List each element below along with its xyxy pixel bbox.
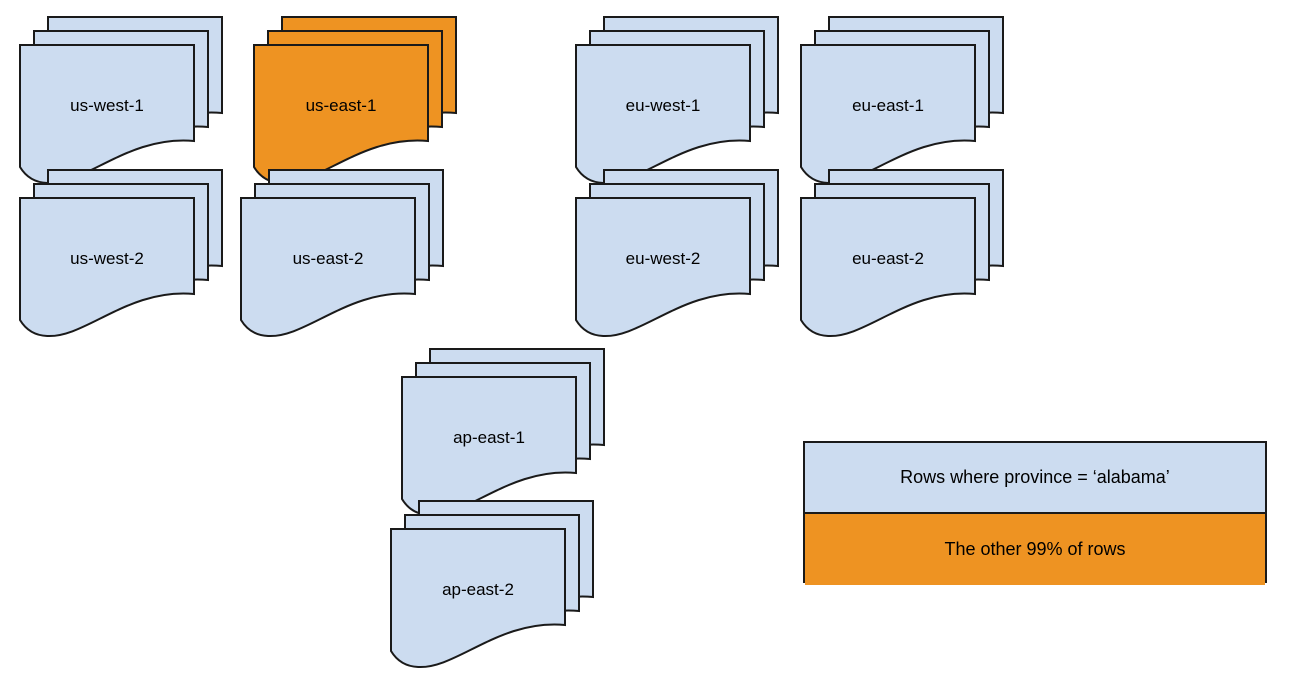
document-stack-shape: [19, 169, 223, 338]
legend-row-orange: The other 99% of rows: [805, 514, 1265, 585]
document-stack-shape: [253, 16, 457, 185]
document-stack-shape: [575, 16, 779, 185]
document-sheet-front: [800, 197, 976, 338]
document-stack-shape: [401, 348, 605, 517]
document-sheet-front: [240, 197, 416, 338]
legend-label: Rows where province = ‘alabama’: [900, 467, 1170, 487]
document-sheet-front: [575, 197, 751, 338]
document-stack-shape: [800, 16, 1004, 185]
region-stack-eu-east-2[interactable]: eu-east-2: [800, 169, 1020, 339]
document-stack-shape: [390, 500, 594, 669]
region-stack-eu-east-1[interactable]: eu-east-1: [800, 16, 1020, 186]
document-stack-shape: [240, 169, 444, 338]
region-stack-us-east-2[interactable]: us-east-2: [240, 169, 460, 339]
document-sheet-front: [401, 376, 577, 517]
region-stack-ap-east-2[interactable]: ap-east-2: [390, 500, 610, 670]
region-stack-eu-west-1[interactable]: eu-west-1: [575, 16, 795, 186]
region-stack-us-west-1[interactable]: us-west-1: [19, 16, 239, 186]
document-sheet-front: [19, 44, 195, 185]
document-sheet-front: [800, 44, 976, 185]
document-sheet-front: [19, 197, 195, 338]
legend: Rows where province = ‘alabama’ The other…: [803, 441, 1267, 585]
region-stack-us-east-1[interactable]: us-east-1: [253, 16, 473, 186]
document-stack-shape: [575, 169, 779, 338]
legend-row-blue: Rows where province = ‘alabama’: [805, 443, 1265, 514]
document-stack-shape: [800, 169, 1004, 338]
region-stack-ap-east-1[interactable]: ap-east-1: [401, 348, 621, 518]
document-sheet-front: [253, 44, 429, 185]
legend-label: The other 99% of rows: [944, 539, 1126, 559]
document-stack-shape: [19, 16, 223, 185]
region-stack-us-west-2[interactable]: us-west-2: [19, 169, 239, 339]
region-stack-eu-west-2[interactable]: eu-west-2: [575, 169, 795, 339]
document-sheet-front: [575, 44, 751, 185]
document-sheet-front: [390, 528, 566, 669]
